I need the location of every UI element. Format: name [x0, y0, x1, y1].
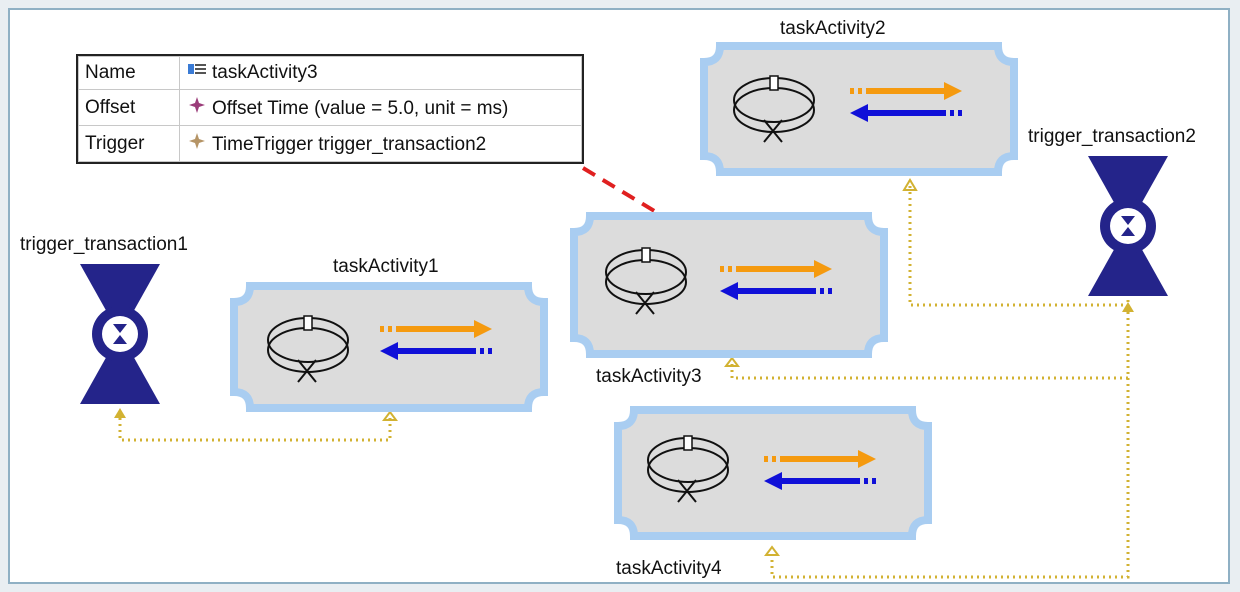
task-shape — [700, 42, 1018, 176]
connector-arrow — [114, 408, 126, 418]
connector-task2-trigger2 — [908, 180, 1128, 307]
task-node-2[interactable] — [700, 42, 1018, 176]
connector-arrow — [382, 410, 398, 421]
hourglass-icon — [80, 264, 160, 404]
task-node-3[interactable] — [570, 212, 888, 358]
task-node-4[interactable] — [614, 406, 932, 540]
property-value: TimeTrigger trigger_transaction2 — [212, 133, 487, 155]
property-value: taskActivity3 — [212, 62, 318, 84]
trigger-label: trigger_transaction1 — [20, 234, 188, 255]
property-key: Offset — [78, 89, 180, 127]
property-row-trigger[interactable]: Trigger TimeTrigger trigger_transaction2 — [78, 125, 582, 162]
connector-arrow — [1122, 302, 1134, 312]
data-flow-icon — [380, 320, 492, 360]
task-list-icon — [186, 62, 208, 84]
task-shape — [230, 282, 548, 412]
diamond-icon — [186, 96, 208, 120]
property-row-name[interactable]: Name taskActivity3 — [78, 55, 582, 91]
property-key: Name — [78, 55, 180, 91]
trigger-node-1[interactable] — [80, 264, 160, 404]
connector-arrow — [724, 356, 740, 367]
cycle-icon — [733, 75, 815, 143]
properties-table: Name taskActivity3 Offset Offset Time (v… — [76, 54, 584, 164]
data-flow-icon — [764, 450, 876, 490]
property-value-cell: TimeTrigger trigger_transaction2 — [179, 125, 582, 162]
cycle-icon — [267, 315, 349, 383]
property-value: Offset Time (value = 5.0, unit = ms) — [212, 97, 509, 119]
diamond-icon — [186, 132, 208, 156]
task-label: taskActivity3 — [596, 366, 702, 387]
connector-trigger2-task3 — [730, 362, 1128, 380]
task-label: taskActivity4 — [616, 558, 722, 579]
trigger-node-2[interactable] — [1088, 156, 1168, 296]
task-node-1[interactable] — [230, 282, 548, 412]
connector-trigger2-main — [770, 300, 1130, 579]
cycle-icon — [605, 247, 687, 315]
connector-arrow — [764, 545, 780, 556]
task-shape — [570, 212, 888, 358]
property-value-cell: taskActivity3 — [179, 55, 582, 91]
cycle-icon — [647, 435, 729, 503]
property-key: Trigger — [78, 125, 180, 162]
data-flow-icon — [720, 260, 832, 300]
trigger-label: trigger_transaction2 — [1028, 126, 1196, 147]
property-row-offset[interactable]: Offset Offset Time (value = 5.0, unit = … — [78, 89, 582, 127]
selection-link — [581, 166, 678, 226]
property-value-cell: Offset Time (value = 5.0, unit = ms) — [179, 89, 582, 127]
task-label: taskActivity2 — [780, 18, 886, 39]
data-flow-icon — [850, 82, 962, 122]
connector-arrow — [902, 178, 918, 191]
task-label: taskActivity1 — [333, 256, 439, 277]
hourglass-icon — [1088, 156, 1168, 296]
task-shape — [614, 406, 932, 540]
connector-trigger1-task1 — [118, 418, 392, 442]
